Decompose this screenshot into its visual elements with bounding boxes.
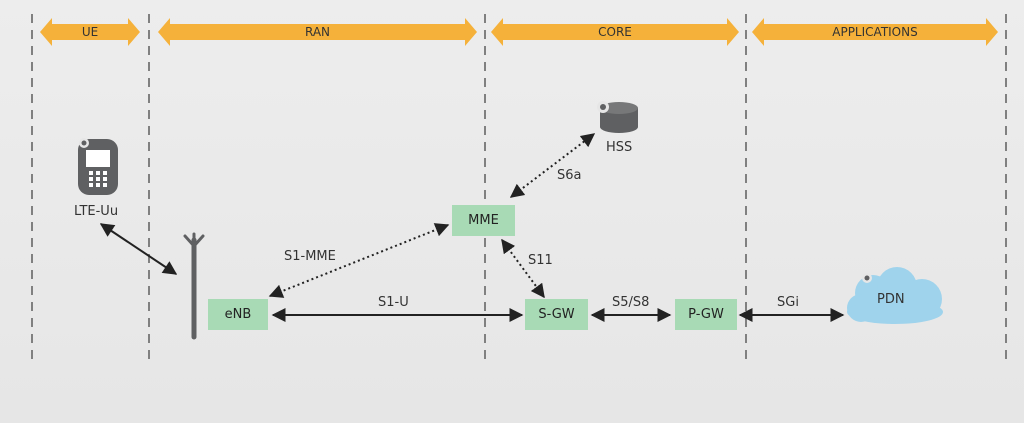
pdn-label: PDN: [877, 292, 905, 307]
s5-s8-label: S5/S8: [612, 295, 650, 310]
sgi-label: SGi: [777, 295, 799, 310]
enb-node: eNB: [208, 299, 268, 330]
band-arrow-ue: [40, 18, 140, 46]
s11-label: S11: [528, 253, 553, 268]
pgw-node: P-GW: [675, 299, 737, 330]
s1-mme-link: [268, 223, 450, 298]
section-dividers: [31, 14, 1007, 360]
s1-u-label: S1-U: [378, 295, 409, 310]
cloud-icon: [847, 267, 943, 324]
section-bands: [40, 18, 998, 46]
lte-uu-link: [99, 223, 178, 275]
s6a-label: S6a: [557, 168, 582, 183]
band-label-ran: RAN: [304, 25, 331, 39]
phone-icon: [78, 138, 118, 195]
band-arrow-core: [491, 18, 739, 46]
s11-link: [501, 238, 545, 299]
band-arrow-ran: [158, 18, 477, 46]
band-label-core: CORE: [598, 25, 632, 39]
band-label-applications: APPLICATIONS: [832, 25, 918, 39]
band-label-ue: UE: [81, 25, 99, 39]
sgw-node: S-GW: [525, 299, 588, 330]
s1-mme-label: S1-MME: [284, 249, 336, 264]
band-arrow-applications: [752, 18, 998, 46]
database-icon: [597, 101, 638, 133]
connections: [99, 133, 845, 322]
s6a-link: [509, 133, 596, 198]
ue-label: LTE-Uu: [74, 204, 119, 219]
antenna-icon: [183, 232, 205, 340]
mme-node: MME: [452, 205, 515, 236]
hss-label: HSS: [606, 140, 633, 155]
